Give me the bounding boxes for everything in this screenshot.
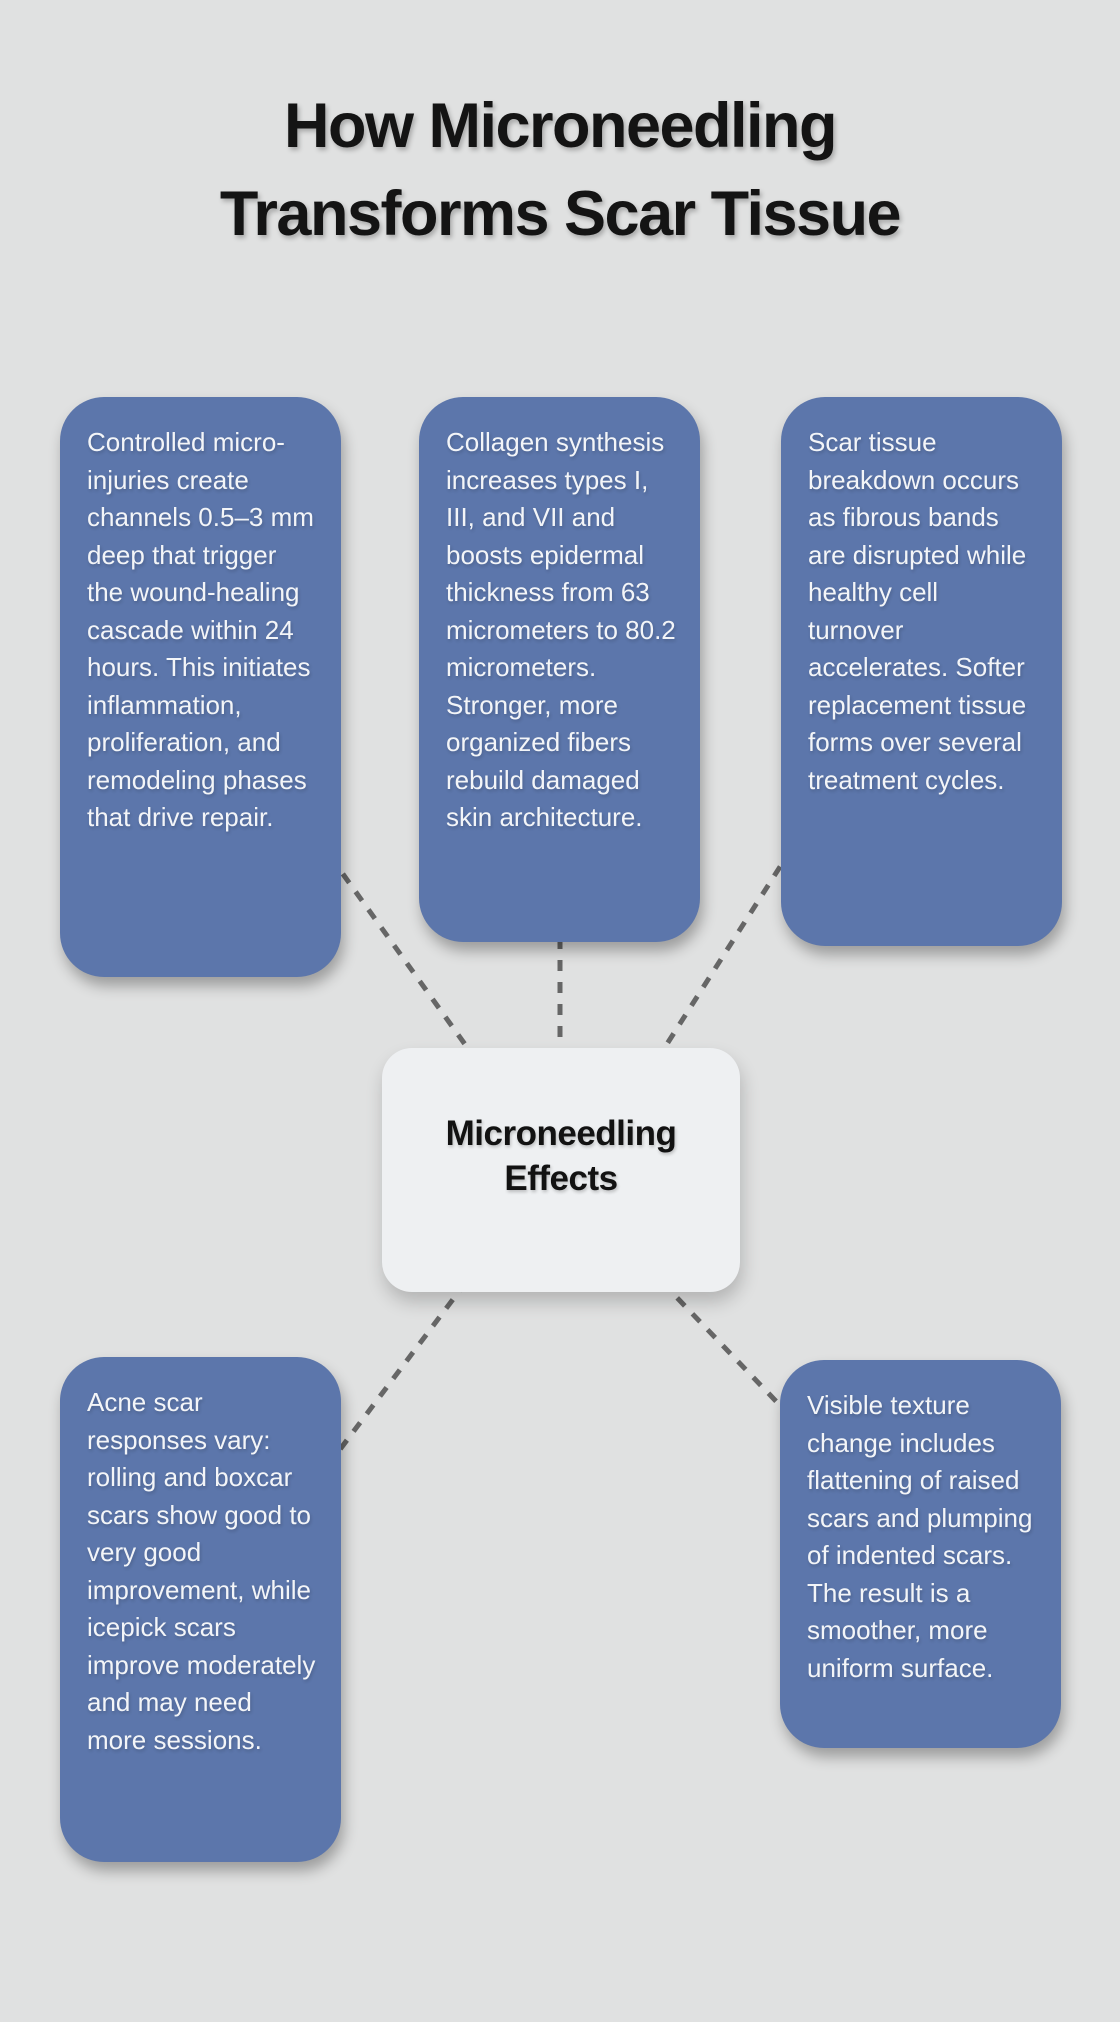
card-wound-healing-cascade-text: Controlled micro-injuries create channel… — [87, 427, 314, 832]
center-node-microneedling-effects: Microneedling Effects — [382, 1048, 740, 1292]
card-scar-tissue-breakdown-text: Scar tissue breakdown occurs as fibrous … — [808, 427, 1027, 795]
card-acne-scar-responses: Acne scar responses vary: rolling and bo… — [60, 1357, 341, 1862]
connector-top-right — [641, 846, 795, 1082]
connector-top-left — [327, 854, 495, 1084]
card-wound-healing-cascade: Controlled micro-injuries create channel… — [60, 397, 341, 977]
page-title-line-1: How Microneedling — [283, 91, 838, 161]
center-node-line-1: Microneedling — [445, 1114, 677, 1153]
card-collagen-synthesis-text: Collagen synthesis increases types I, II… — [446, 427, 676, 832]
card-acne-scar-responses-text: Acne scar responses vary: rolling and bo… — [87, 1387, 316, 1755]
card-scar-tissue-breakdown: Scar tissue breakdown occurs as fibrous … — [781, 397, 1062, 946]
center-node-line-2: Effects — [504, 1159, 618, 1198]
card-visible-texture-change-text: Visible texture change includes flatteni… — [807, 1390, 1033, 1683]
card-collagen-synthesis: Collagen synthesis increases types I, II… — [419, 397, 700, 942]
connector-bottom-left — [330, 1280, 468, 1462]
card-visible-texture-change: Visible texture change includes flatteni… — [780, 1360, 1061, 1748]
page-title-line-2: Transforms Scar Tissue — [219, 179, 902, 249]
connector-bottom-right — [660, 1280, 796, 1422]
page-title: How Microneedling Transforms Scar Tissue — [0, 82, 1120, 258]
